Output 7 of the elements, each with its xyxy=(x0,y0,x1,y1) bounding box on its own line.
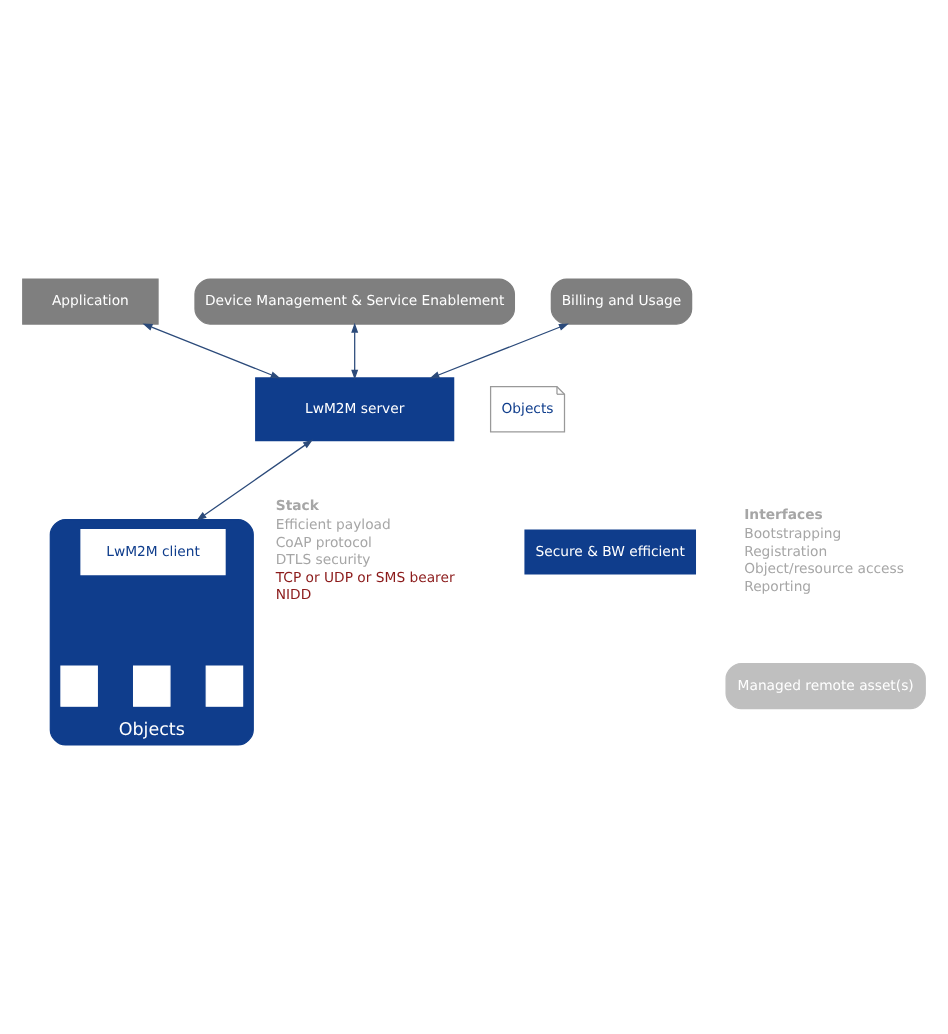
node-box xyxy=(60,665,98,707)
arrow xyxy=(429,323,569,379)
arrow xyxy=(351,322,359,380)
arrow xyxy=(142,323,281,379)
node-box xyxy=(205,665,244,707)
arrow xyxy=(196,439,313,521)
node-box xyxy=(133,665,171,707)
